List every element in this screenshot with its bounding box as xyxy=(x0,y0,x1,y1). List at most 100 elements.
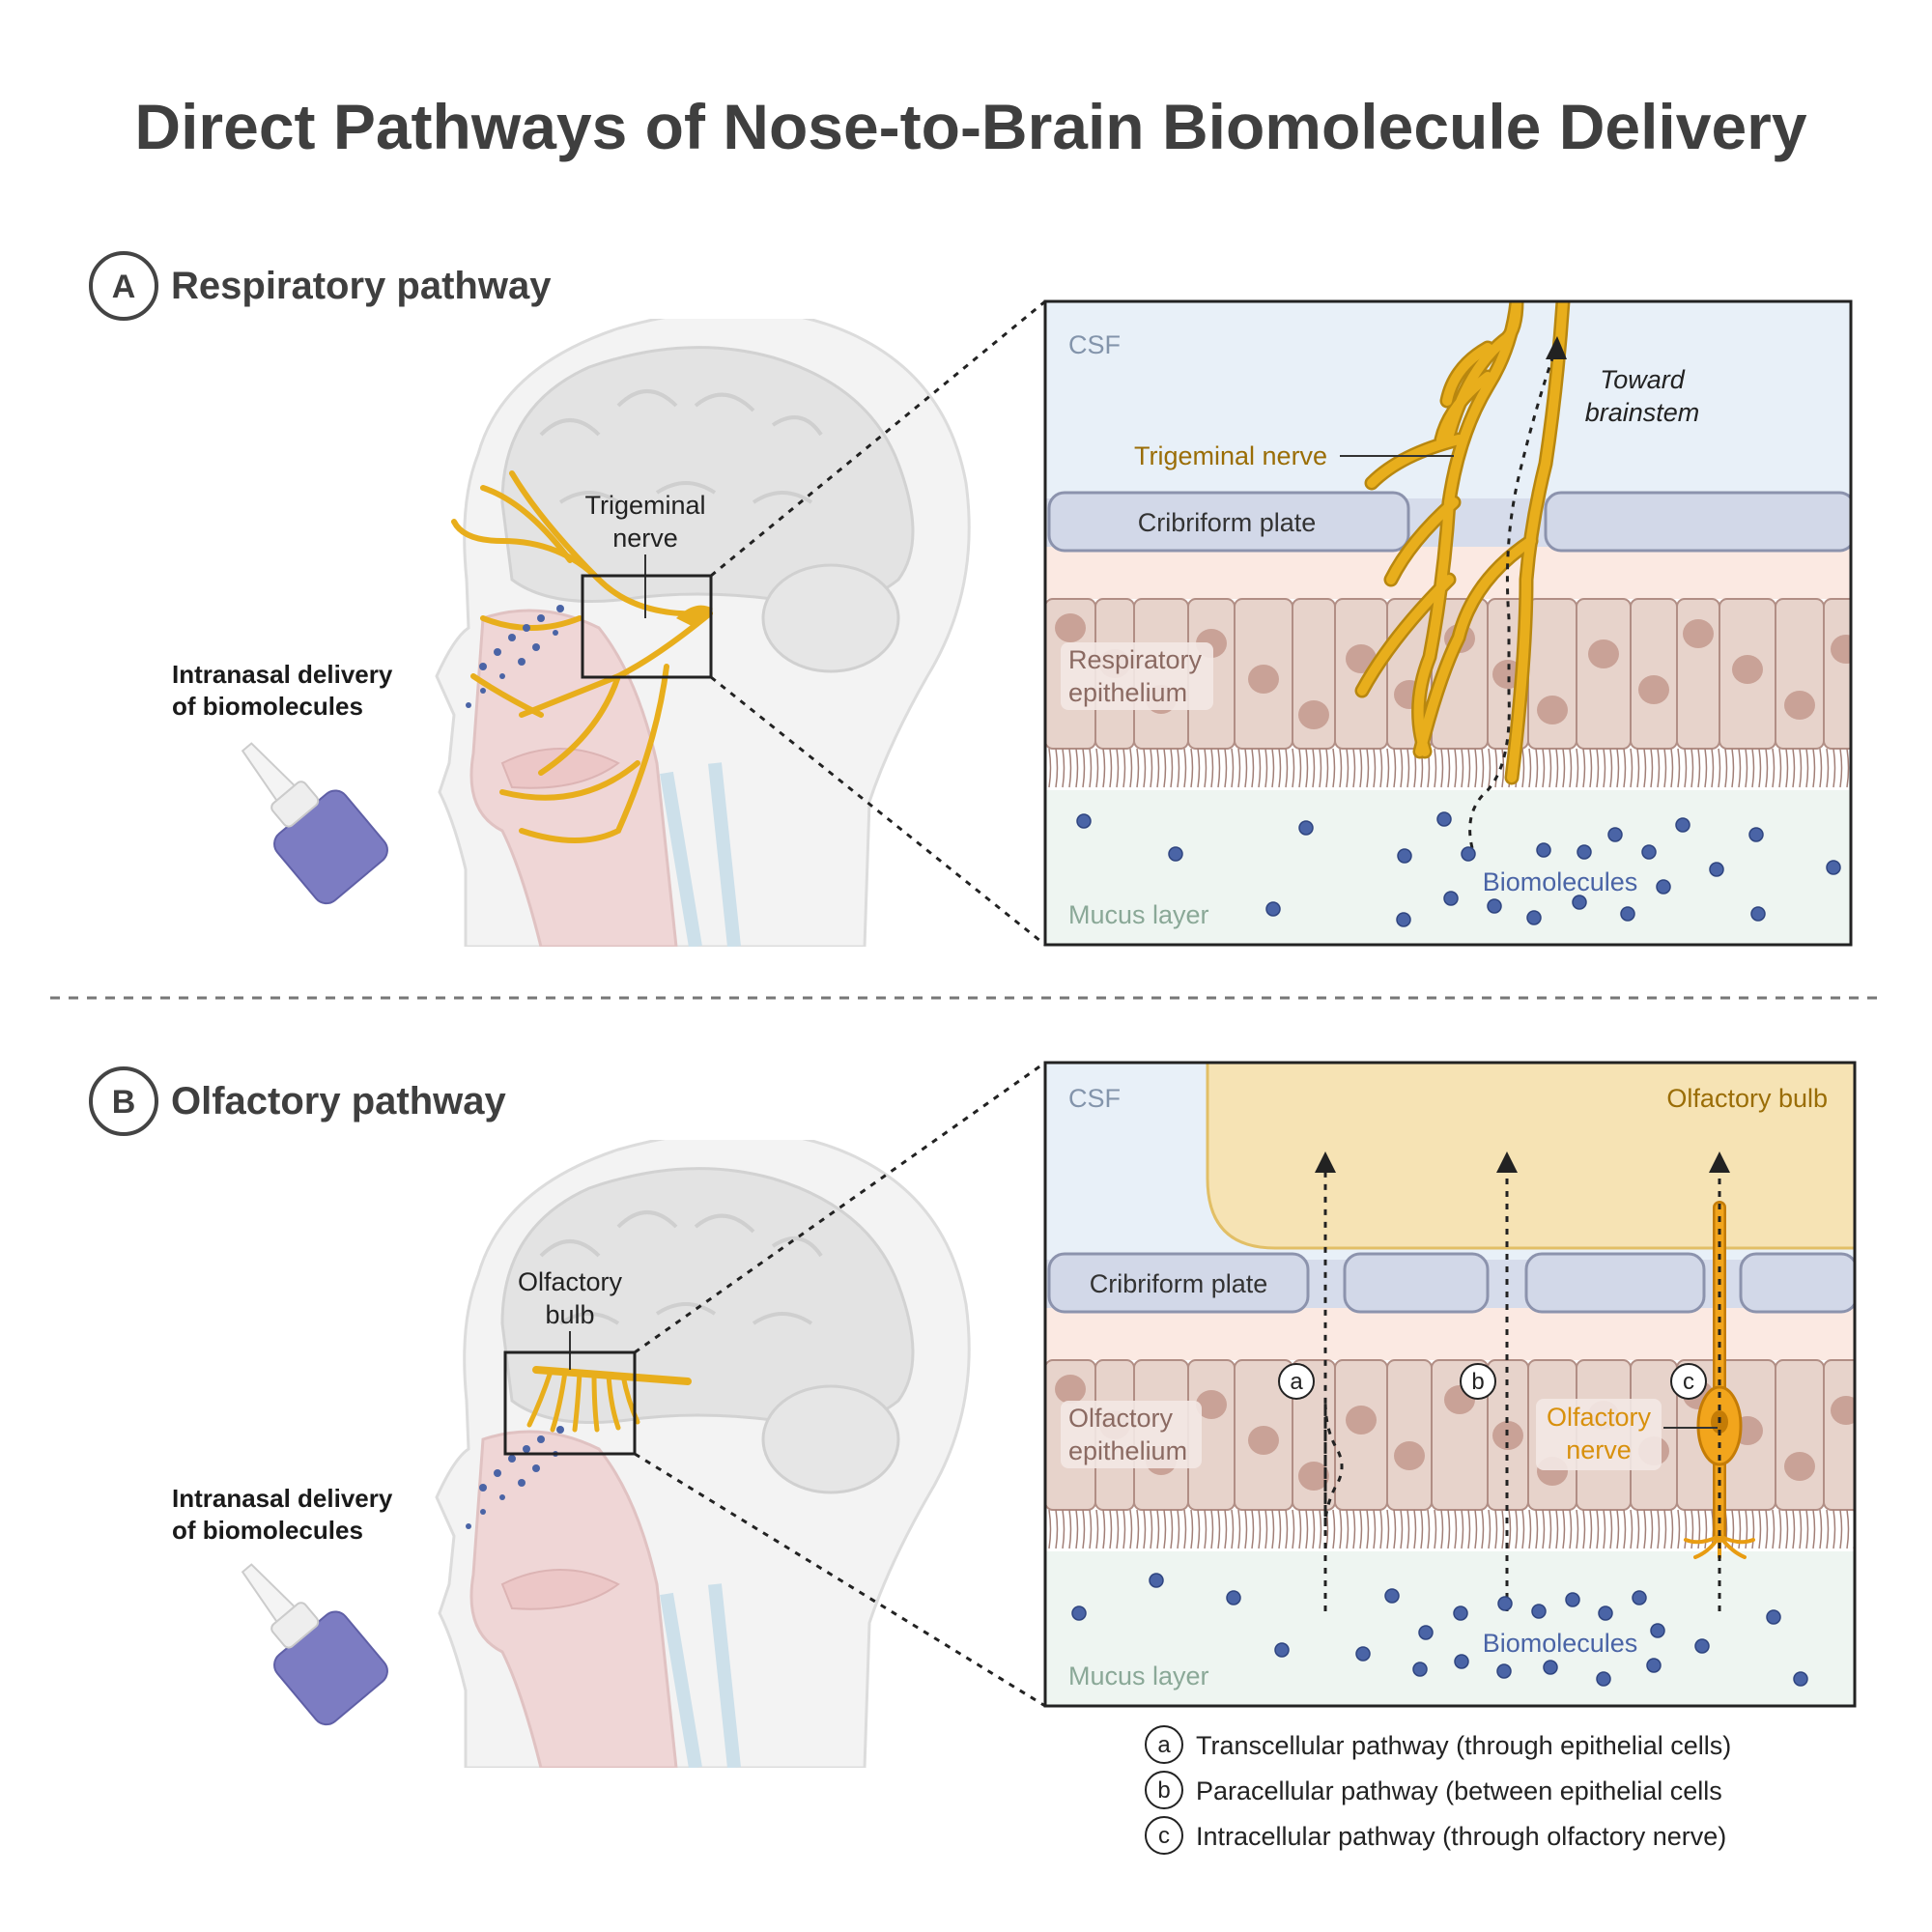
cilia-b-cilium xyxy=(1562,1509,1566,1549)
cilia-a-cilium xyxy=(1738,748,1742,788)
biomolecules-label-a: Biomolecules xyxy=(1483,867,1638,896)
marker-a-circle xyxy=(1278,1363,1315,1400)
legend-item-b: b Paracellular pathway (between epitheli… xyxy=(1145,1771,1722,1809)
cilia-a-cilium xyxy=(1846,748,1850,788)
cilia-a-cilium xyxy=(1488,748,1492,788)
cilia-a-cilium xyxy=(1068,748,1072,788)
cilia-a-cilium xyxy=(1359,748,1363,788)
inset-a-biomolecule xyxy=(1396,912,1411,927)
airway-a xyxy=(660,762,741,947)
cilia-a-cilium xyxy=(1183,748,1187,788)
inset-b-biomolecule xyxy=(1071,1605,1087,1621)
marker-c: c xyxy=(1683,1369,1694,1395)
epithelium-b-nucleus xyxy=(1394,1441,1425,1470)
cilia-b-cilium xyxy=(1089,1509,1093,1549)
cilia-b-cilium xyxy=(1812,1509,1816,1549)
epithelium-a-cell xyxy=(1630,598,1678,750)
delivery-label-b-line1: Intranasal delivery xyxy=(172,1484,393,1513)
inset-a-biomolecule xyxy=(1436,811,1452,827)
inset-b-biomolecule xyxy=(1632,1590,1647,1605)
cilia-a-cilium xyxy=(1210,748,1214,788)
cilia-b-cilium xyxy=(1204,1509,1208,1549)
cilia-a-cilium xyxy=(1684,748,1688,788)
cilia-b-cilium xyxy=(1366,1509,1370,1549)
cilia-a-cilium xyxy=(1603,748,1606,788)
marker-a: a xyxy=(1290,1369,1303,1395)
epithelium-b-cell xyxy=(1334,1359,1388,1511)
cilia-b-cilium xyxy=(1670,1509,1674,1549)
cilia-b-cilium xyxy=(1379,1509,1383,1549)
cilia-b-cilium xyxy=(1224,1509,1228,1549)
cilia-b-cilium xyxy=(1393,1509,1397,1549)
cilia-b-cilium xyxy=(1501,1509,1505,1549)
transcellular-arrowhead xyxy=(1315,1151,1336,1173)
legend-text-b: Paracellular pathway (between epithelial… xyxy=(1196,1776,1722,1805)
cilia-a-cilium xyxy=(1616,748,1620,788)
cilia-b-cilium xyxy=(1068,1509,1072,1549)
zoom-line-b-bottom xyxy=(634,1452,1046,1708)
epithelium-a-nucleus xyxy=(1055,613,1086,642)
cilia-a-cilium xyxy=(1089,748,1093,788)
olfactory-bulb-illustration-b xyxy=(526,1366,692,1433)
transport-path-a xyxy=(1468,349,1557,849)
cilia-a-cilium xyxy=(1528,748,1532,788)
cilia-b-cilium xyxy=(1623,1509,1627,1549)
cilia-a-cilium xyxy=(1839,748,1843,788)
cilia-b-cilium xyxy=(1738,1509,1742,1549)
cilia-b-cilium xyxy=(1116,1509,1120,1549)
cilia-b-cilium xyxy=(1772,1509,1776,1549)
cilia-a-cilium xyxy=(1319,748,1322,788)
inset-b-biomolecule xyxy=(1793,1671,1808,1687)
trigeminal-ganglion-a xyxy=(676,605,713,628)
epithelium-a-nucleus xyxy=(1732,655,1763,684)
csf-label-b: CSF xyxy=(1068,1084,1121,1113)
inset-a-biomolecule xyxy=(1265,901,1281,917)
inset-a-biomolecule xyxy=(1826,860,1841,875)
toward-label-line1: Toward xyxy=(1600,365,1686,394)
cilia-a-cilium xyxy=(1244,748,1248,788)
inset-b: a b c CSF Olfactory bulb Cribriform plat… xyxy=(1045,1063,1855,1706)
cilia-b-cilium xyxy=(1075,1509,1079,1549)
epithelium-b-nucleus xyxy=(1298,1462,1329,1491)
cilia-b-cilium xyxy=(1778,1509,1782,1549)
cilia-a-cilium xyxy=(1386,748,1390,788)
nasal-spray-bottle-b xyxy=(241,1563,388,1726)
epithelium-a-cell xyxy=(1576,598,1632,750)
cilia-b-cilium xyxy=(1731,1509,1735,1549)
cilia-a-cilium xyxy=(1204,748,1208,788)
cilia-b-cilium xyxy=(1751,1509,1755,1549)
inset-b-biomolecule xyxy=(1355,1646,1371,1662)
cilia-a-cilium xyxy=(1576,748,1579,788)
cilia-b-cilium xyxy=(1535,1509,1539,1549)
inset-b-biomolecule xyxy=(1650,1623,1665,1638)
cilia-a-cilium xyxy=(1690,748,1694,788)
cilia-a-cilium xyxy=(1231,748,1235,788)
inset-b-biomolecule xyxy=(1418,1625,1434,1640)
transcellular-path xyxy=(1323,1169,1344,1611)
cilia-b-cilium xyxy=(1697,1509,1701,1549)
cilia-a-cilium xyxy=(1393,748,1397,788)
submucosa-region-b xyxy=(1045,1308,1855,1360)
cilia-a-cilium xyxy=(1170,748,1174,788)
cilia-b-cilium xyxy=(1481,1509,1485,1549)
cilia-a-cilium xyxy=(1589,748,1593,788)
cilia-a-cilium xyxy=(1542,748,1546,788)
inset-a-biomolecule xyxy=(1487,898,1502,914)
cilia-a-cilium xyxy=(1596,748,1600,788)
cilia-b-cilium xyxy=(1305,1509,1309,1549)
cilia-b-cilium xyxy=(1690,1509,1694,1549)
cilia-b-cilium xyxy=(1237,1509,1241,1549)
cilia-b-cilium xyxy=(1792,1509,1796,1549)
cilia-a-cilium xyxy=(1758,748,1762,788)
cilia-b-cilium xyxy=(1569,1509,1573,1549)
zoom-line-a-bottom xyxy=(710,675,1046,947)
cilia-b-cilium xyxy=(1833,1509,1836,1549)
cilia-a-cilium xyxy=(1325,748,1329,788)
cilia-a-cilium xyxy=(1136,748,1140,788)
inset-b-biomolecule xyxy=(1598,1605,1613,1621)
cilia-a-cilium xyxy=(1657,748,1661,788)
cilia-a-cilium xyxy=(1352,748,1356,788)
cilia-b-cilium xyxy=(1548,1509,1552,1549)
cilia-a-cilium xyxy=(1048,748,1052,788)
